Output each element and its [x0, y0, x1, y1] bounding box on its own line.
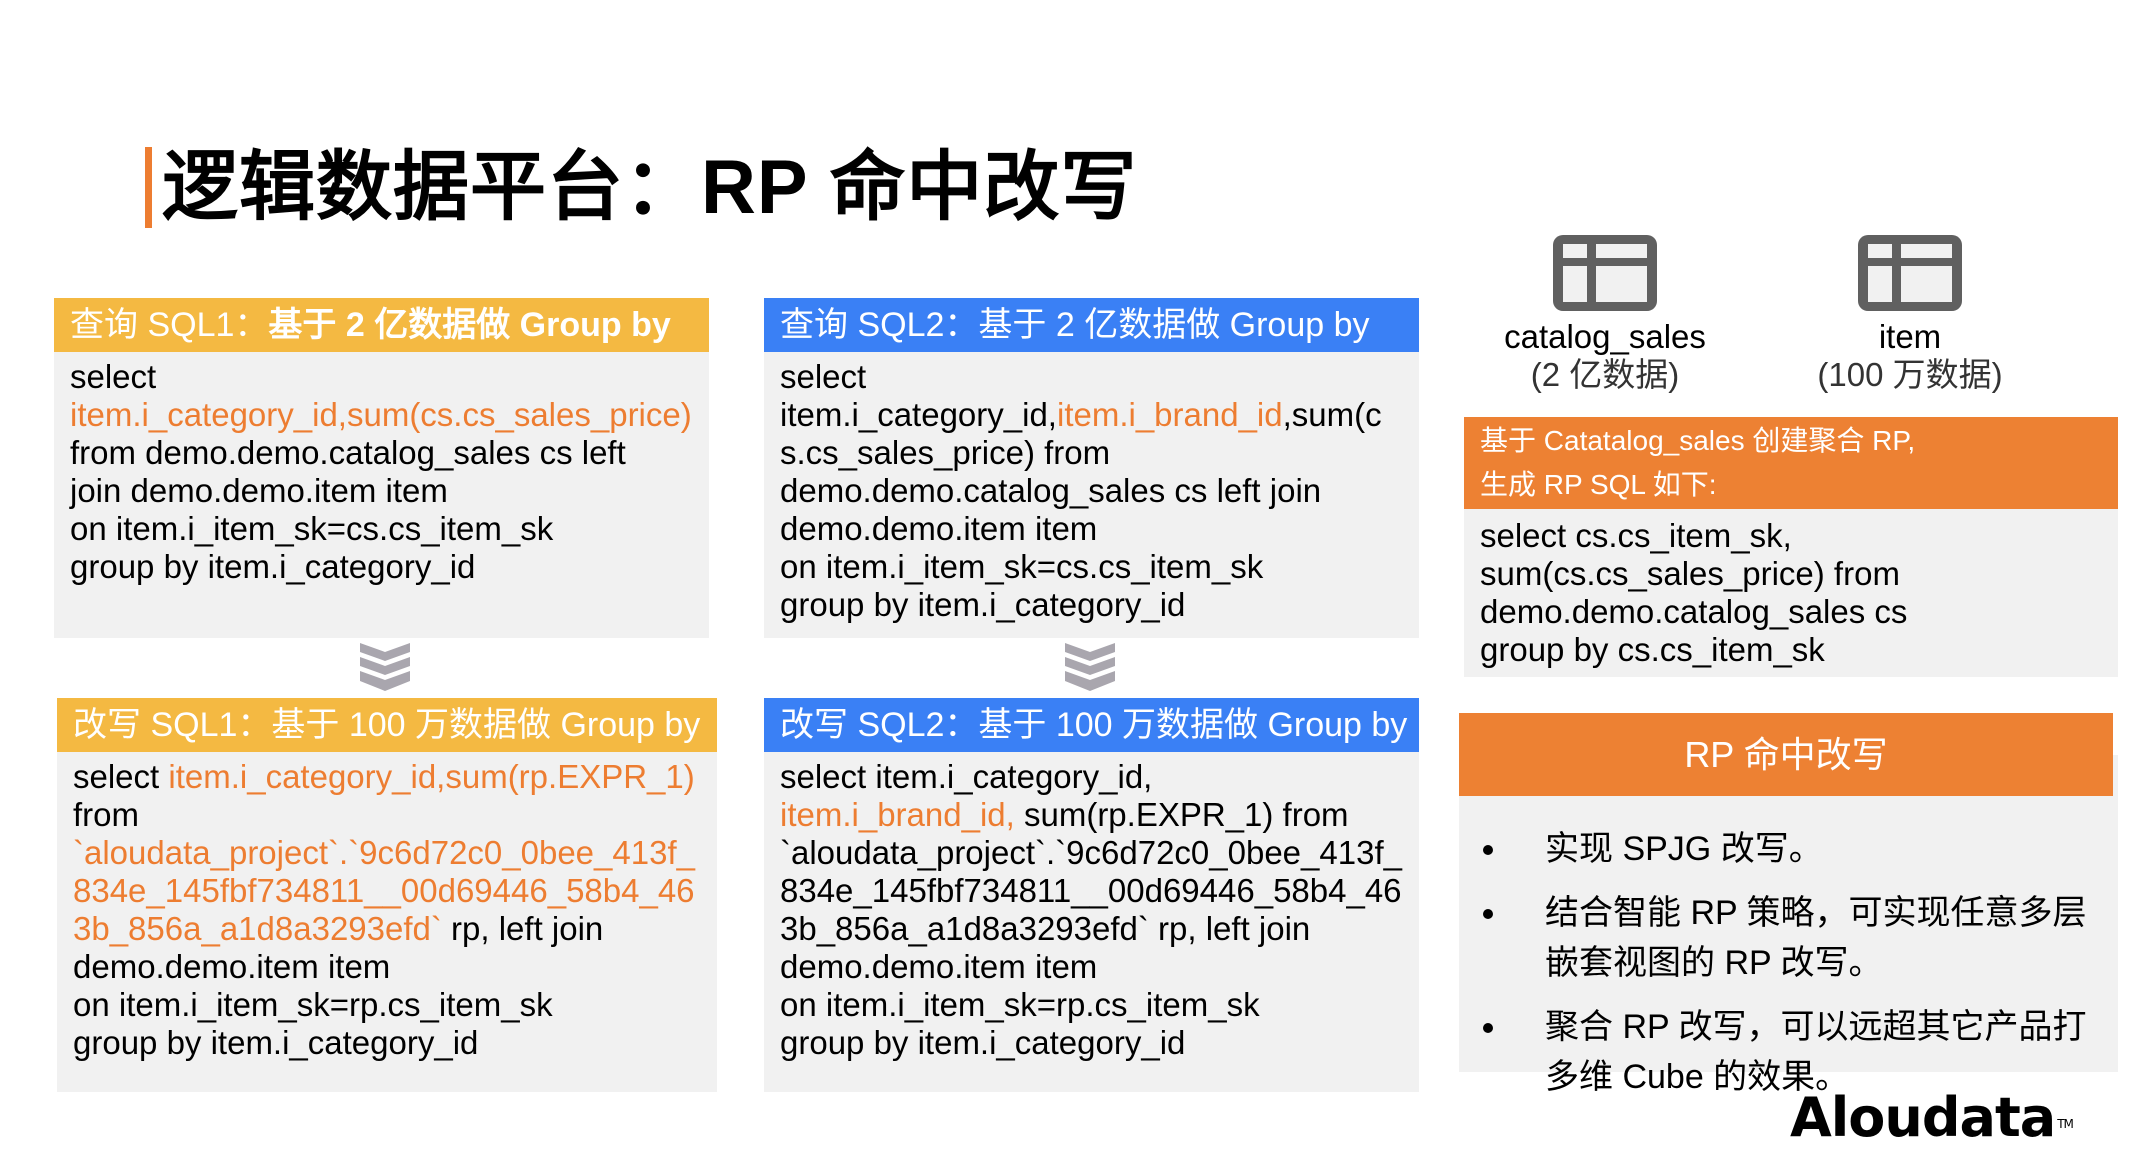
rewrite-sql2-code: select item.i_category_id, item.i_brand_… — [764, 752, 1419, 1092]
code-line: select — [780, 358, 867, 395]
code-line: from demo.demo.catalog_sales cs left — [70, 434, 626, 471]
code-line: s.cs_sales_price) from — [780, 434, 1111, 471]
code-line: join demo.demo.item item — [70, 472, 448, 509]
code-line: 3b_856a_a1d8a3293efd` rp, left join — [780, 910, 1311, 947]
bullet-item: 实现 SPJG 改写。 — [1475, 824, 2093, 874]
code-line: group by item.i_category_id — [70, 548, 476, 585]
code-line: 834e_145fbf734811__00d69446_58b4_46 — [780, 872, 1402, 909]
rewrite-sql2-card: 改写 SQL2：基于 100 万数据做 Group by select item… — [764, 698, 1419, 1092]
code-line: from — [73, 796, 139, 833]
query-sql1-header: 查询 SQL1：基于 2 亿数据做 Group by — [54, 298, 709, 352]
query-sql1-header-prefix: 查询 SQL1： — [70, 306, 269, 344]
query-sql1-card: 查询 SQL1：基于 2 亿数据做 Group by select item.i… — [54, 298, 709, 638]
code-line: on item.i_item_sk=rp.cs_item_sk — [780, 986, 1260, 1023]
code-line: group by item.i_category_id — [780, 586, 1186, 623]
code-line-highlight: 834e_145fbf734811__00d69446_58b4_46 — [73, 872, 695, 909]
rp-summary-panel-bg — [1459, 755, 2118, 1072]
code-line: on item.i_item_sk=cs.cs_item_sk — [70, 510, 554, 547]
rewrite-sql1-header: 改写 SQL1：基于 100 万数据做 Group by — [57, 698, 717, 752]
code-line: sum(cs.cs_sales_price) from — [1480, 555, 1900, 592]
table-row-count: (2 亿数据) — [1530, 356, 1680, 393]
query-sql1-code: select item.i_category_id,sum(cs.cs_sale… — [54, 352, 709, 638]
code-line: on item.i_item_sk=cs.cs_item_sk — [780, 548, 1264, 585]
bullet-icon — [1483, 909, 1493, 919]
trademark-mark: TM — [2057, 1117, 2074, 1131]
code-fragment: rp, left join — [441, 910, 604, 947]
rp-sql-header-line2: 生成 RP SQL 如下: — [1480, 469, 1717, 500]
bullet-item: 聚合 RP 改写，可以远超其它产品打多维 Cube 的效果。 — [1475, 1002, 2093, 1102]
table-label-catalog-sales: catalog_sales (2 亿数据) — [1445, 318, 1765, 394]
rp-summary-title: RP 命中改写 — [1459, 713, 2113, 796]
bullet-text: 结合智能 RP 策略，可实现任意多层嵌套视图的 RP 改写。 — [1545, 894, 2087, 982]
code-fragment: ,sum(c — [1282, 396, 1382, 433]
rewrite-sql2-header: 改写 SQL2：基于 100 万数据做 Group by — [764, 698, 1419, 752]
code-fragment-highlight: item.i_brand_id, — [780, 796, 1015, 833]
code-line: item.i_brand_id, sum(rp.EXPR_1) from — [780, 796, 1403, 834]
rp-sql-header-line1: 基于 Catatalog_sales 创建聚合 RP, — [1480, 425, 1916, 456]
query-sql2-code: select item.i_category_id,item.i_brand_i… — [764, 352, 1419, 638]
code-fragment-highlight: 3b_856a_a1d8a3293efd` — [73, 910, 442, 947]
code-line: select item.i_category_id,sum(rp.EXPR_1) — [73, 758, 701, 796]
code-line: group by cs.cs_item_sk — [1480, 631, 1825, 668]
rp-sql-card: 基于 Catatalog_sales 创建聚合 RP, 生成 RP SQL 如下… — [1464, 417, 2118, 677]
code-line: item.i_category_id,item.i_brand_id,sum(c — [780, 396, 1403, 434]
bullet-text: 聚合 RP 改写，可以远超其它产品打多维 Cube 的效果。 — [1545, 1008, 2087, 1096]
bullet-text: 实现 SPJG 改写。 — [1545, 830, 1823, 868]
code-line-highlight: item.i_category_id,sum(cs.cs_sales_price… — [70, 396, 692, 433]
code-line: group by item.i_category_id — [780, 1024, 1186, 1061]
code-line: demo.demo.item item — [780, 948, 1098, 985]
code-line: demo.demo.item item — [73, 948, 391, 985]
code-line-highlight: `aloudata_project`.`9c6d72c0_0bee_413f_ — [73, 834, 695, 871]
code-fragment: sum(rp.EXPR_1) from — [1014, 796, 1349, 833]
bullet-icon — [1483, 845, 1493, 855]
table-name: item — [1878, 318, 1942, 355]
rewrite-sql1-code: select item.i_category_id,sum(rp.EXPR_1)… — [57, 752, 717, 1092]
rewrite-sql1-card: 改写 SQL1：基于 100 万数据做 Group by select item… — [57, 698, 717, 1092]
code-line: select cs.cs_item_sk, — [1480, 517, 1792, 554]
rp-sql-header: 基于 Catatalog_sales 创建聚合 RP, 生成 RP SQL 如下… — [1464, 417, 2118, 509]
rp-summary-card: RP 命中改写 实现 SPJG 改写。 结合智能 RP 策略，可实现任意多层嵌套… — [1459, 713, 2113, 1116]
page-title: 逻辑数据平台：RP 命中改写 — [162, 145, 1138, 230]
rp-sql-code: select cs.cs_item_sk, sum(cs.cs_sales_pr… — [1464, 509, 2118, 677]
code-line: demo.demo.item item — [780, 510, 1098, 547]
table-icon — [1858, 235, 1962, 311]
query-sql1-header-bold: 基于 2 亿数据做 Group by — [268, 306, 671, 344]
chevron-down-triple-icon — [360, 643, 410, 691]
code-line: demo.demo.catalog_sales cs — [1480, 593, 1908, 630]
code-fragment: item.i_category_id, — [780, 396, 1057, 433]
code-line: select — [70, 358, 157, 395]
code-line: on item.i_item_sk=rp.cs_item_sk — [73, 986, 553, 1023]
code-line: `aloudata_project`.`9c6d72c0_0bee_413f_ — [780, 834, 1402, 871]
code-fragment-highlight: item.i_brand_id — [1056, 396, 1283, 433]
table-icon — [1553, 235, 1657, 311]
rp-summary-bullets: 实现 SPJG 改写。 结合智能 RP 策略，可实现任意多层嵌套视图的 RP 改… — [1459, 796, 2113, 1102]
code-line: select item.i_category_id, — [780, 758, 1153, 795]
code-fragment-highlight: item.i_category_id,sum(rp.EXPR_1) — [168, 758, 695, 795]
code-fragment: select — [73, 758, 169, 795]
code-line: group by item.i_category_id — [73, 1024, 479, 1061]
table-name: catalog_sales — [1504, 318, 1706, 355]
code-line: demo.demo.catalog_sales cs left join — [780, 472, 1322, 509]
query-sql2-header: 查询 SQL2：基于 2 亿数据做 Group by — [764, 298, 1419, 352]
bullet-item: 结合智能 RP 策略，可实现任意多层嵌套视图的 RP 改写。 — [1475, 888, 2093, 988]
table-label-item: item (100 万数据) — [1750, 318, 2070, 394]
chevron-down-triple-icon — [1065, 643, 1115, 691]
query-sql2-card: 查询 SQL2：基于 2 亿数据做 Group by select item.i… — [764, 298, 1419, 638]
bullet-icon — [1483, 1023, 1493, 1033]
logo-text: Aloudata — [1790, 1086, 2056, 1149]
table-row-count: (100 万数据) — [1817, 356, 2003, 393]
title-accent-bar — [145, 147, 152, 228]
code-line: 3b_856a_a1d8a3293efd` rp, left join — [73, 910, 701, 948]
